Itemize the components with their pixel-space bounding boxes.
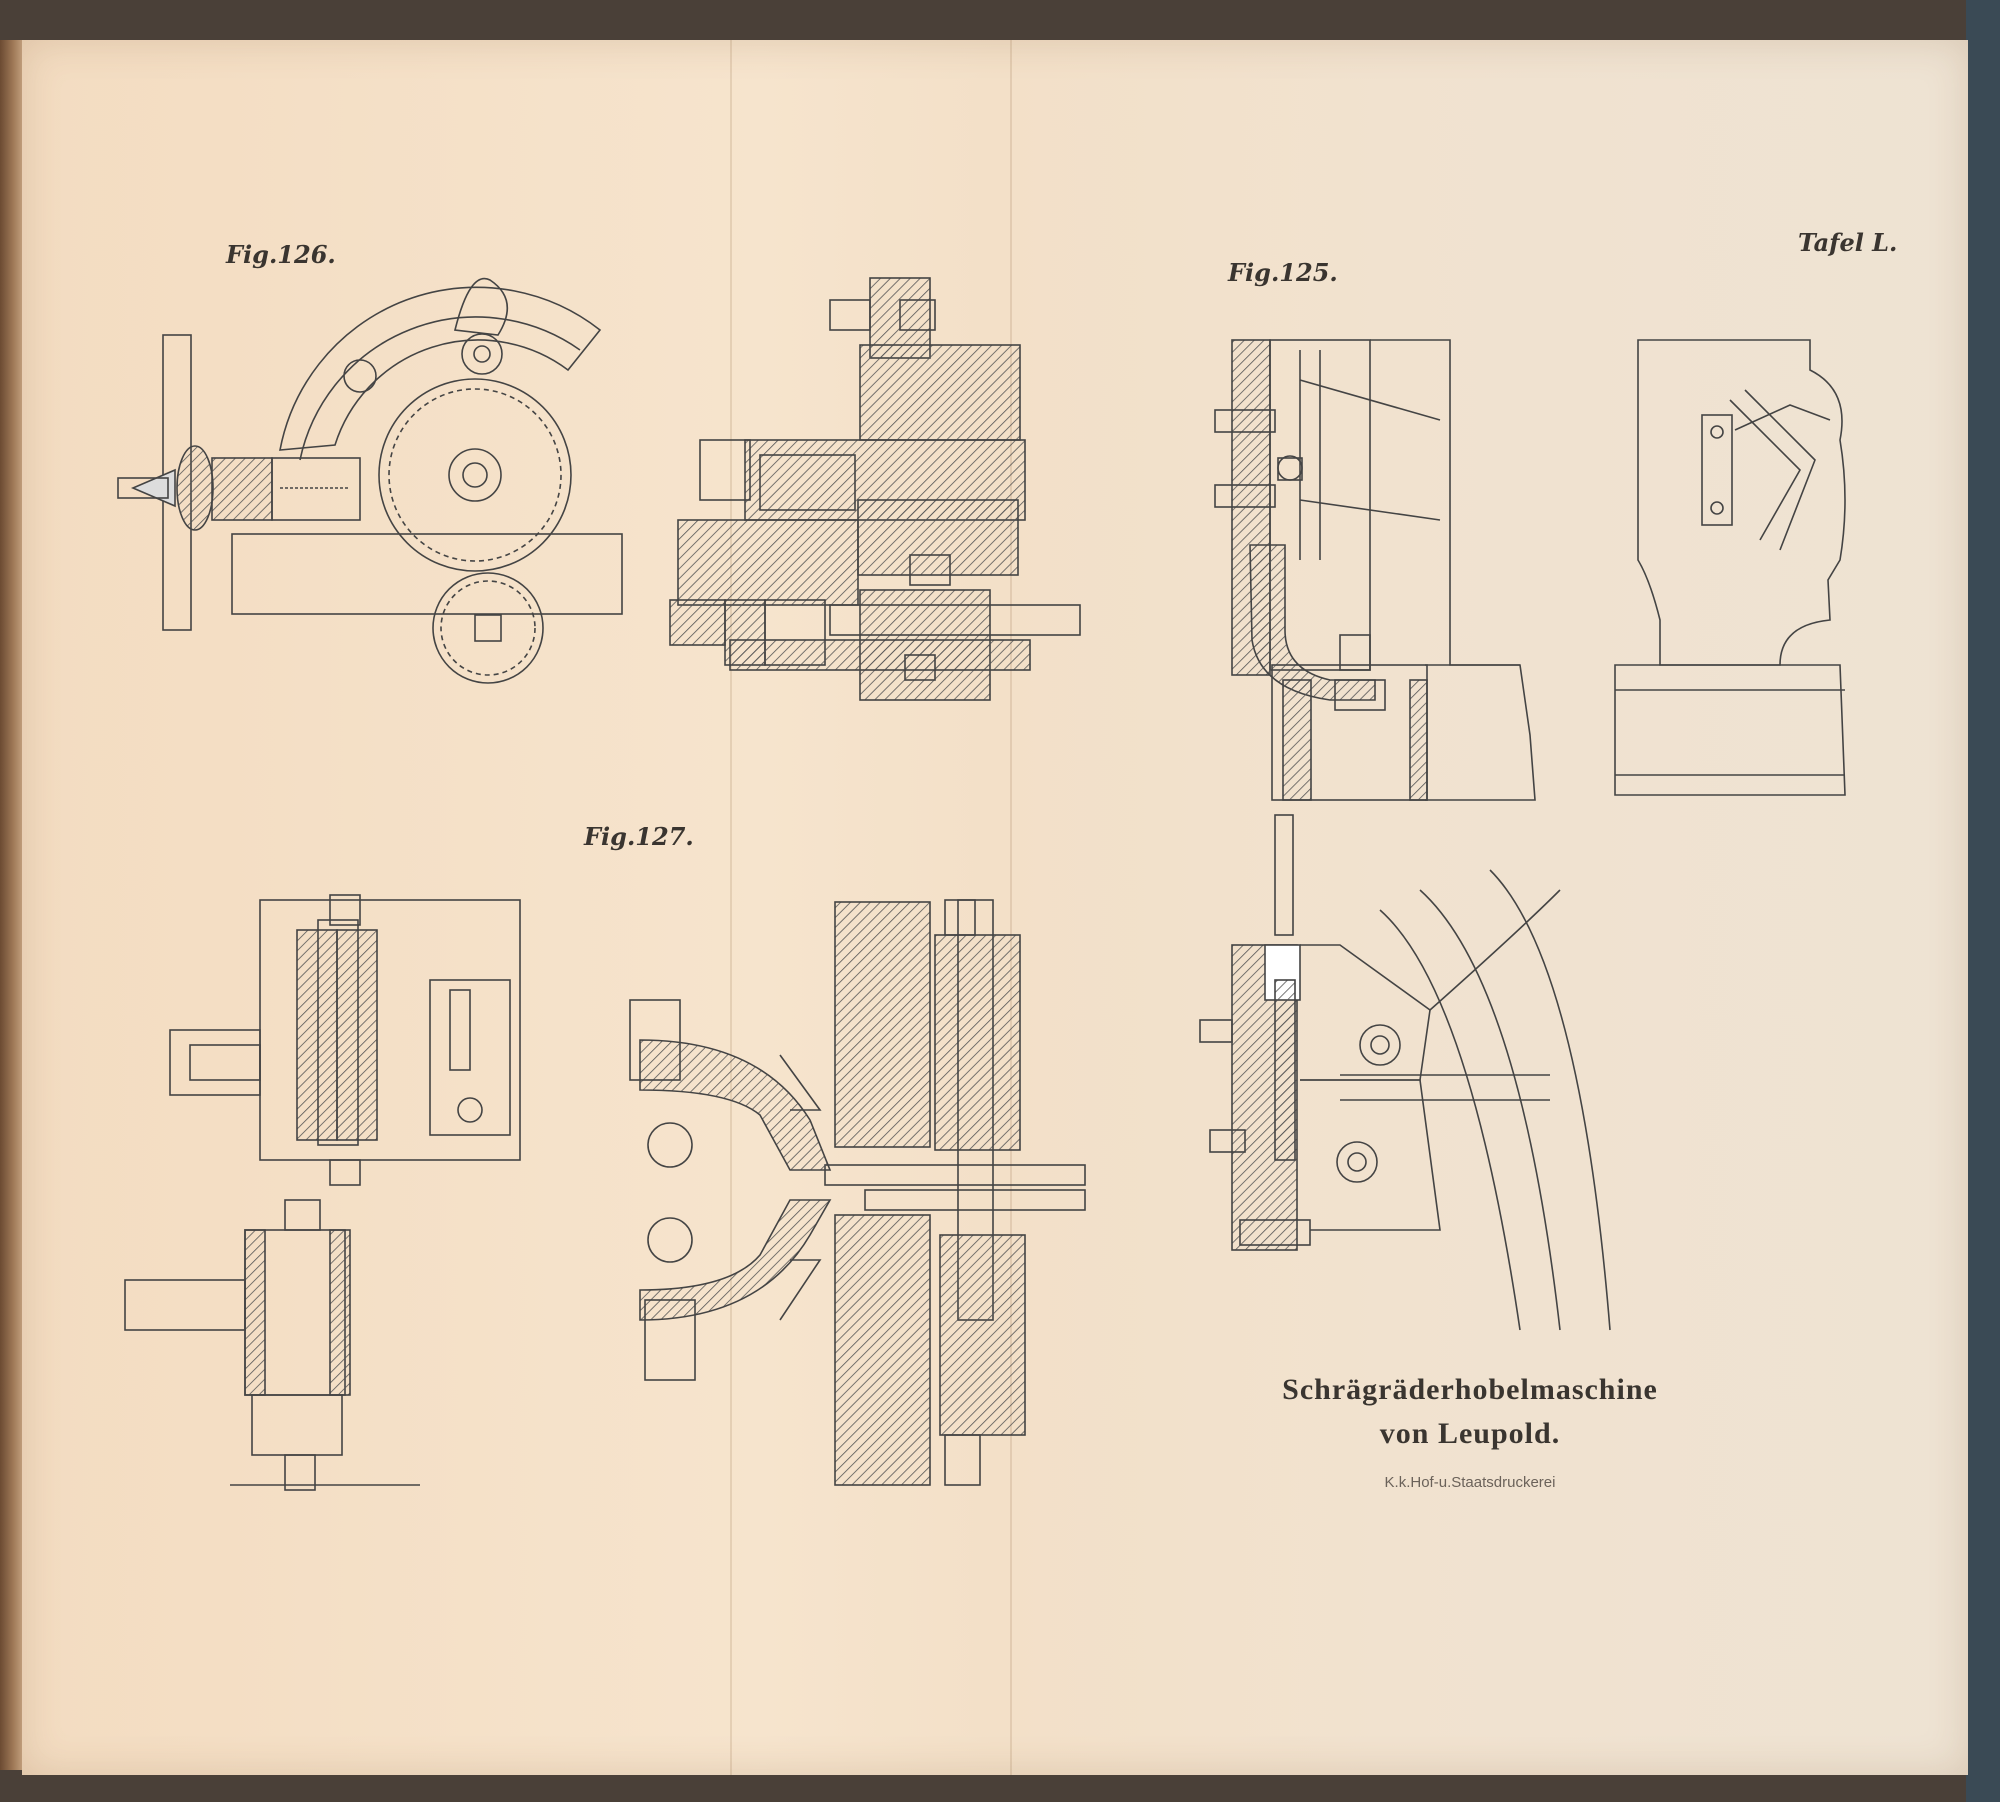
book-cover-edge — [1966, 0, 2000, 1802]
printer-credit: K.k.Hof-u.Staatsdruckerei — [1384, 1474, 1556, 1491]
paper-fold-line — [730, 40, 732, 1775]
plate-title-line2: von Leupold. — [1379, 1417, 1561, 1450]
fig-126-label: Fig.126. — [226, 240, 336, 269]
plate-title: Schrägräderhobelmaschine von Leupold. — [1230, 1368, 1710, 1456]
fig-125-frame-view — [1214, 339, 1536, 801]
fig-126-gear-assembly — [117, 277, 623, 684]
fig-127-bearing-sections — [124, 894, 521, 1491]
fig-125-wheel-clamp — [1199, 814, 1611, 1331]
paper-fold-line — [1010, 40, 1012, 1775]
fig-127-label: Fig.127. — [584, 822, 694, 851]
fig-125-label: Fig.125. — [1228, 258, 1338, 287]
plate-sheet — [22, 40, 1968, 1775]
fig-127-clamp-section — [629, 899, 1086, 1486]
fig-126-sectional-view — [669, 277, 1081, 701]
plate-number: Tafel L. — [1798, 228, 1898, 257]
plate-title-line1: Schrägräderhobelmaschine — [1282, 1373, 1658, 1406]
fig-125-side-profile — [1614, 339, 1846, 796]
